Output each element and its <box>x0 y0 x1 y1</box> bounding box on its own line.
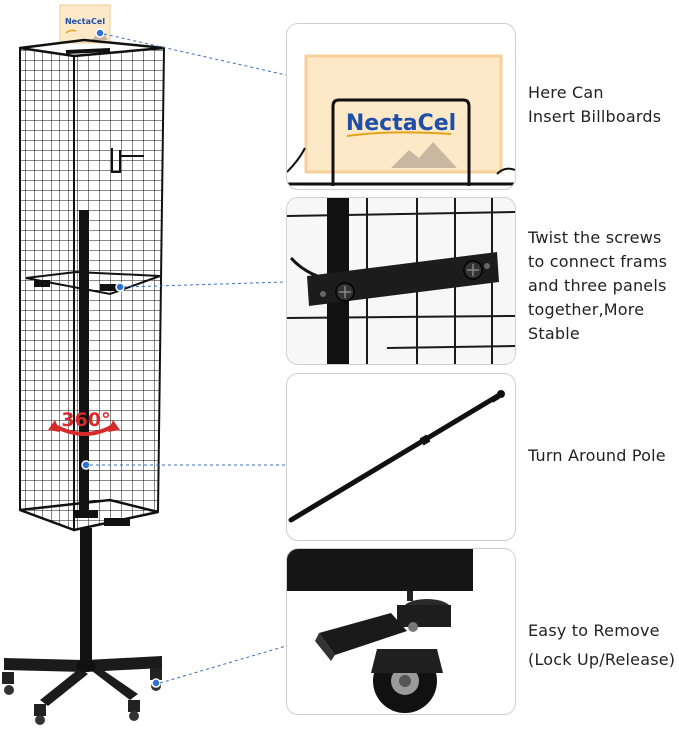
caption-caster: Easy to Remove (Lock Up/Release) <box>528 616 678 674</box>
callout-dot-billboard <box>95 28 105 38</box>
panel-pole <box>286 373 516 541</box>
callout-dot-caster <box>151 678 161 688</box>
callout-dot-pole <box>81 460 91 470</box>
caption-screws-line-4: together,More <box>528 300 645 319</box>
wire-rack-illustration: NectaCel 360° <box>2 4 166 725</box>
caption-caster-line-1: Easy to Remove <box>528 621 660 640</box>
caption-pole-line-1: Turn Around Pole <box>528 446 666 465</box>
caption-screws-line-3: and three panels <box>528 276 667 295</box>
panel-caster <box>286 548 516 715</box>
rotation-label: 360° <box>61 409 110 431</box>
caption-screws-line-5: Stable <box>528 324 580 343</box>
caption-billboard-line-1: Here Can <box>528 83 604 102</box>
callout-dot-screws <box>115 282 125 292</box>
caption-screws-line-1: Twist the screws <box>528 228 662 247</box>
caption-caster-line-2: (Lock Up/Release) <box>528 650 676 669</box>
caption-screws-line-2: to connect frams <box>528 252 668 271</box>
caption-billboard: Here Can Insert Billboards <box>528 81 678 129</box>
top-billboard-brand: NectaCel <box>65 17 105 26</box>
panel-billboard: NectaCel <box>286 23 516 190</box>
panel-screws <box>286 197 516 365</box>
caption-pole: Turn Around Pole <box>528 444 678 468</box>
top-billboard: NectaCel <box>59 4 111 44</box>
caption-billboard-line-2: Insert Billboards <box>528 107 662 126</box>
caption-screws: Twist the screws to connect frams and th… <box>528 226 678 346</box>
rack-base <box>2 656 162 725</box>
